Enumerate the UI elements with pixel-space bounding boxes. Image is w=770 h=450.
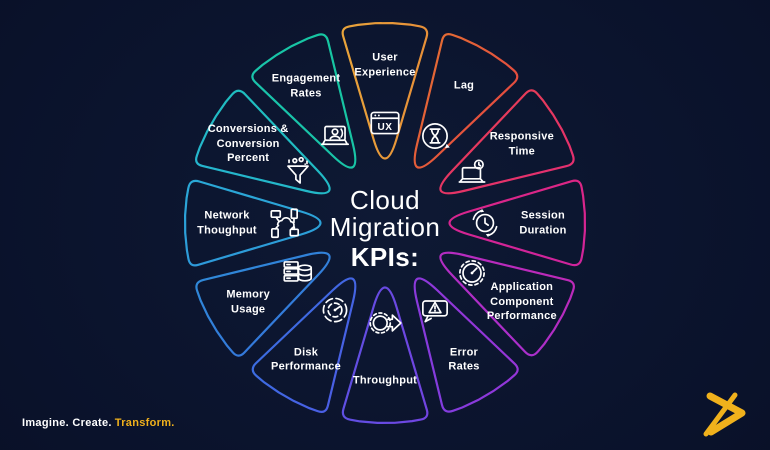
network-nodes-icon (266, 204, 304, 242)
segment-network-thoughput (183, 179, 322, 267)
segment-memory-usage (195, 251, 331, 357)
segment-conversions-conversion-percent (195, 89, 331, 195)
hourglass-refresh-icon (416, 117, 454, 155)
clock-refresh-icon (466, 204, 504, 242)
segment-application-component-performance (439, 251, 575, 357)
brand-tagline: Imagine. Create.Transform. (22, 417, 175, 429)
title-line-3: KPIs: (350, 242, 420, 273)
funnel-coins-icon (279, 154, 317, 192)
brand-x-logo-icon (698, 390, 750, 438)
svg-text:UX: UX (378, 122, 393, 133)
segment-disk-performance (251, 277, 357, 413)
segment-session-duration (448, 179, 587, 267)
ux-browser-icon: UX (366, 104, 404, 142)
warning-chat-icon (416, 291, 454, 329)
title-line-1: Cloud (350, 184, 420, 215)
laptop-user-engagement-icon (316, 117, 354, 155)
tagline-gold: Transform. (114, 417, 175, 429)
segment-throughput (341, 286, 429, 425)
title-line-2: Migration (329, 211, 441, 242)
tagline-white: Imagine. Create. (22, 417, 112, 429)
disk-gauge-icon (316, 291, 354, 329)
segment-engagement-rates (251, 33, 357, 169)
gear-gauge-icon (453, 254, 491, 292)
wheel-center-title: Cloud Migration KPIs: (329, 184, 441, 273)
segment-user-experience (341, 21, 429, 160)
laptop-clock-icon (453, 154, 491, 192)
gear-arrow-icon (366, 304, 404, 342)
segment-lag (413, 33, 519, 169)
segment-error-rates (413, 277, 519, 413)
segment-responsive-time (439, 89, 575, 195)
server-database-icon (279, 254, 317, 292)
